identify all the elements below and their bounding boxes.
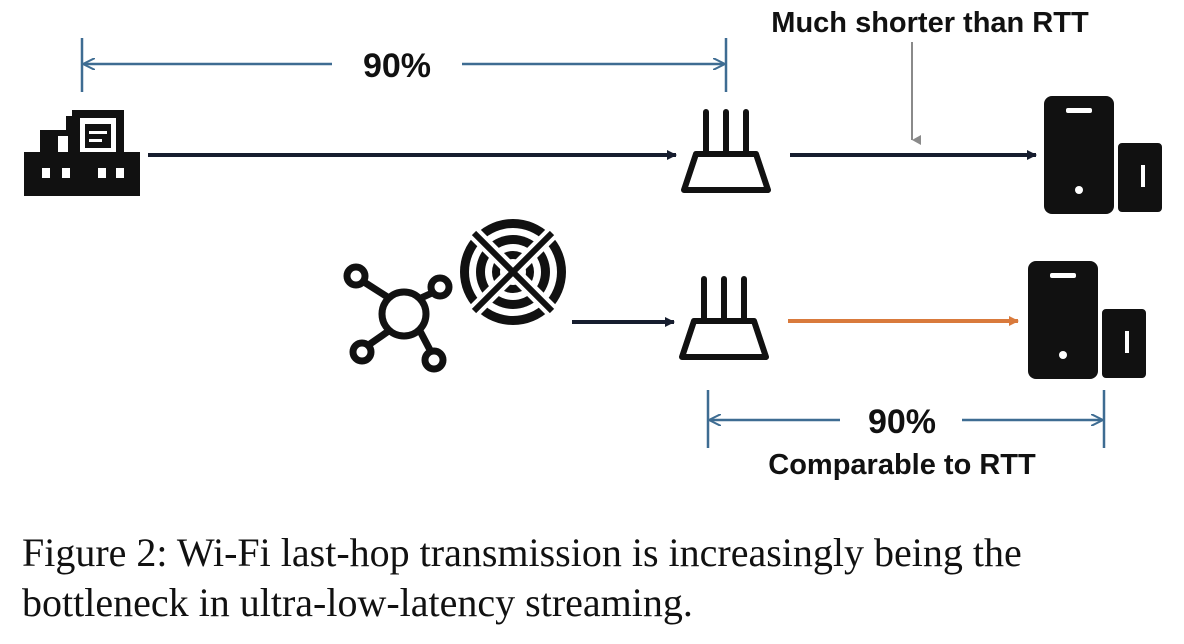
bottom-measure: 90% [706, 390, 1106, 448]
top-measure: 90% [80, 38, 728, 92]
top-measure-label: 90% [363, 47, 431, 85]
bottom-note: Comparable to RTT [768, 449, 1036, 481]
router-icon-bottom [679, 276, 769, 360]
figure-caption: Figure 2: Wi-Fi last-hop transmission is… [22, 530, 1022, 625]
network-hub-icon [343, 263, 453, 373]
bottom-measure-label: 90% [868, 403, 936, 441]
top-note: Much shorter than RTT [771, 7, 1089, 39]
server-building-icon [24, 110, 140, 196]
router-icon-top [681, 109, 771, 193]
client-devices-icon-bottom [1028, 261, 1150, 382]
diagram: 90% Much shorter than RTT [24, 7, 1166, 481]
xbox-logo-icon [460, 219, 566, 325]
client-devices-icon-top [1044, 96, 1166, 216]
